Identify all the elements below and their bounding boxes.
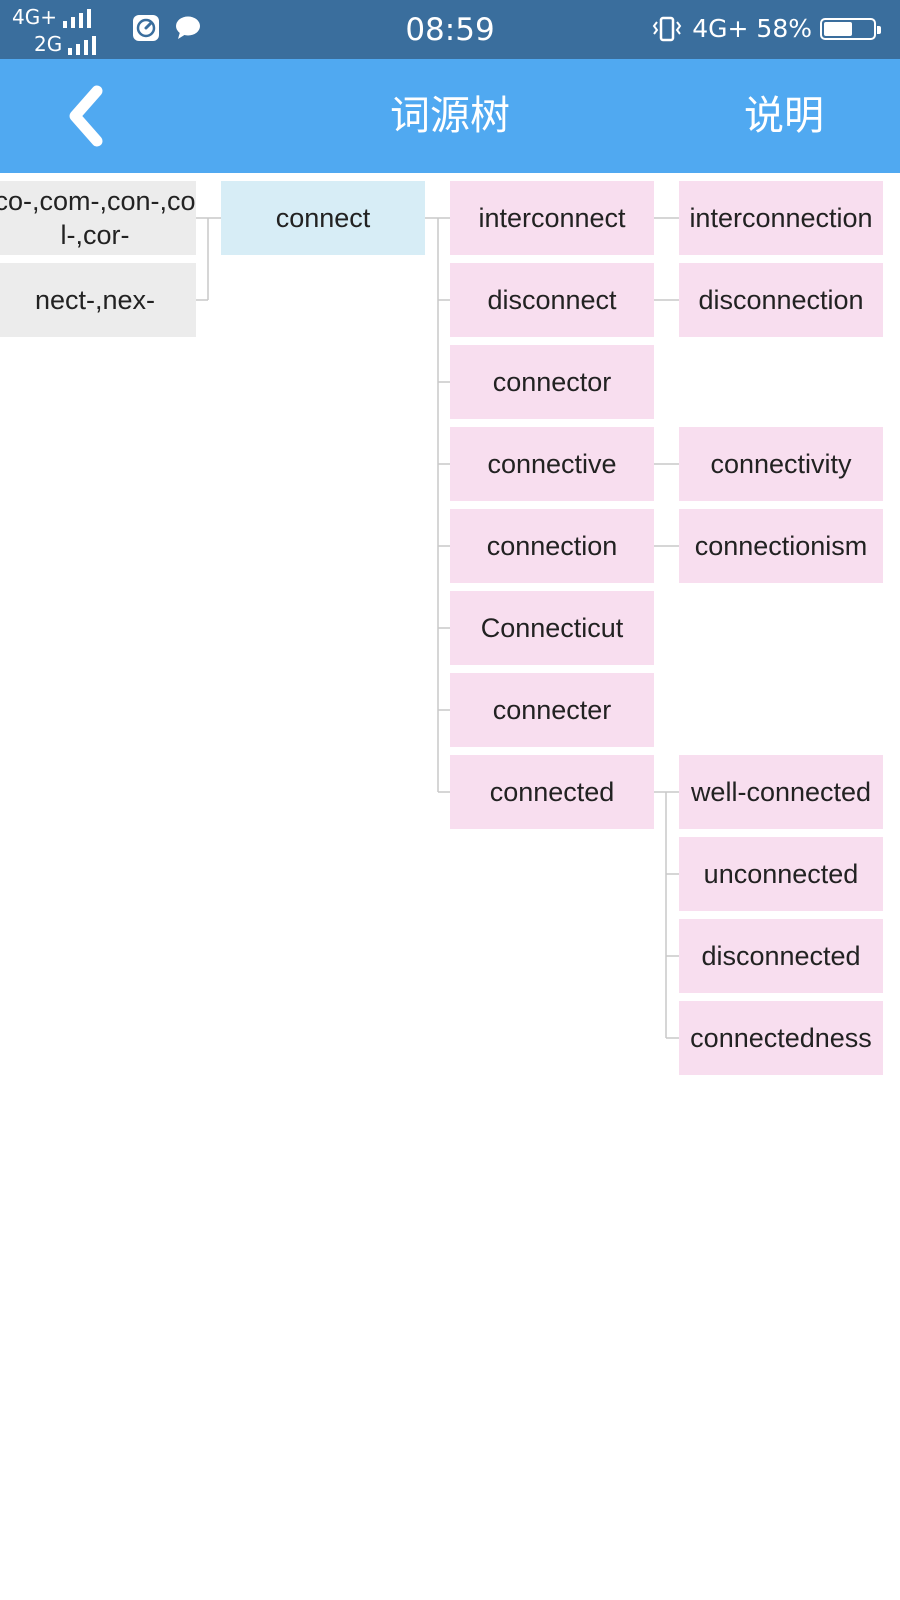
status-bar: 4G+ 2G 08:59 4G+ 58% bbox=[0, 0, 900, 59]
tree-connector-lines bbox=[196, 217, 679, 1039]
derivative-node[interactable]: connection bbox=[450, 509, 654, 583]
child-node[interactable]: disconnection bbox=[679, 263, 883, 337]
signal-bars-icon bbox=[62, 8, 91, 28]
child-node[interactable]: connectedness bbox=[679, 1001, 883, 1075]
speedometer-app-icon bbox=[133, 15, 159, 41]
chevron-left-icon bbox=[69, 85, 103, 147]
derivative-node[interactable]: connecter bbox=[450, 673, 654, 747]
clock: 08:59 bbox=[405, 12, 495, 48]
navigation-bar: 词源树 说明 bbox=[0, 59, 900, 173]
child-node[interactable]: interconnection bbox=[679, 181, 883, 255]
signal-1-label: 4G+ bbox=[12, 5, 57, 29]
derivative-node[interactable]: connector bbox=[450, 345, 654, 419]
battery-level bbox=[824, 22, 852, 36]
derivative-node[interactable]: disconnect bbox=[450, 263, 654, 337]
derivative-node[interactable]: interconnect bbox=[450, 181, 654, 255]
root-node[interactable]: nect-,nex- bbox=[0, 263, 196, 337]
status-right: 4G+ 58% bbox=[650, 12, 881, 46]
root-node[interactable]: co-,com-,con-,col-,cor- bbox=[0, 181, 196, 255]
signal-indicators: 4G+ 2G bbox=[12, 4, 112, 58]
back-button[interactable] bbox=[52, 83, 118, 149]
chat-bubble-icon bbox=[176, 16, 200, 39]
derivative-node[interactable]: connected bbox=[450, 755, 654, 829]
signal-row-1: 4G+ bbox=[12, 4, 91, 28]
vibrate-icon bbox=[652, 16, 682, 42]
page-title: 词源树 bbox=[390, 93, 510, 139]
notification-icons bbox=[132, 14, 202, 42]
child-node[interactable]: well-connected bbox=[679, 755, 883, 829]
network-type: 4G+ bbox=[692, 14, 749, 43]
help-button[interactable]: 说明 bbox=[744, 93, 824, 139]
battery-icon bbox=[820, 18, 881, 40]
child-node[interactable]: disconnected bbox=[679, 919, 883, 993]
signal-bars-icon bbox=[68, 35, 97, 55]
word-node[interactable]: connect bbox=[221, 181, 425, 255]
derivative-node[interactable]: connective bbox=[450, 427, 654, 501]
battery-tip bbox=[877, 26, 881, 34]
derivative-node[interactable]: Connecticut bbox=[450, 591, 654, 665]
child-node[interactable]: connectivity bbox=[679, 427, 883, 501]
signal-row-2: 2G bbox=[34, 31, 97, 56]
signal-2-label: 2G bbox=[34, 32, 63, 56]
etymology-tree: co-,com-,con-,col-,cor-nect-,nex-connect… bbox=[0, 173, 900, 1600]
child-node[interactable]: unconnected bbox=[679, 837, 883, 911]
child-node[interactable]: connectionism bbox=[679, 509, 883, 583]
battery-percent: 58% bbox=[756, 14, 812, 43]
